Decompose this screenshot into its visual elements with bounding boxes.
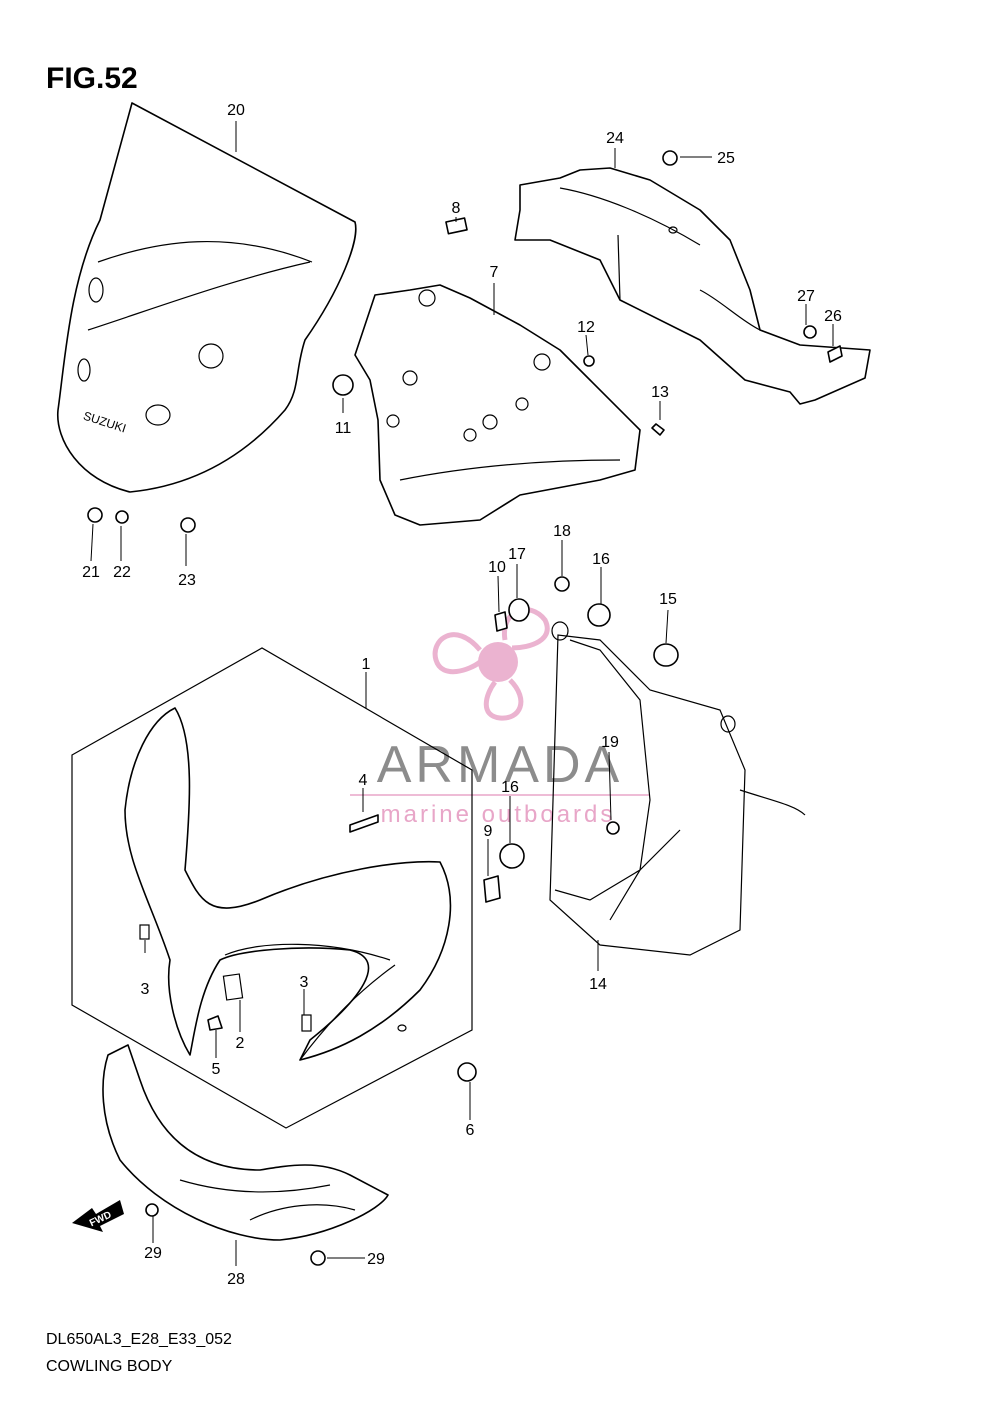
callout-16a: 16 — [592, 551, 610, 568]
callout-17: 17 — [508, 546, 526, 563]
small-hardware — [87, 150, 843, 1266]
part-27-nut — [803, 325, 817, 339]
callout-2: 2 — [236, 1035, 245, 1052]
callout-20: 20 — [227, 102, 245, 119]
fwd-arrow-icon: FWD — [72, 1200, 124, 1232]
callout-3b: 3 — [300, 974, 309, 991]
part-16-grommet — [587, 603, 611, 627]
part-26-screw — [827, 345, 843, 363]
callout-9: 9 — [484, 823, 493, 840]
inner-panel-part-7 — [354, 284, 641, 526]
watermark-brand: ARMADA — [377, 736, 623, 794]
part-10-nut — [494, 611, 508, 632]
callout-19: 19 — [601, 734, 619, 751]
frame-bracket-part-14 — [549, 621, 806, 956]
part-15-grommet — [653, 643, 679, 667]
callout-3a: 3 — [141, 981, 150, 998]
callout-29b: 29 — [367, 1251, 385, 1268]
callout-16b: 16 — [501, 779, 519, 796]
part-12-nut — [583, 355, 595, 367]
callout-22: 22 — [113, 564, 131, 581]
callout-labels: 20 8 7 24 25 27 26 12 13 11 21 22 23 18 … — [82, 102, 842, 1288]
callout-25: 25 — [717, 150, 735, 167]
figure-title: FIG.52 — [46, 62, 138, 95]
cowling-body-part-1 — [71, 647, 473, 1129]
watermark-tagline: marine outboards — [381, 801, 616, 828]
callout-11: 11 — [335, 420, 352, 437]
callout-1: 1 — [362, 656, 371, 673]
callout-15: 15 — [659, 591, 677, 608]
callout-5: 5 — [212, 1061, 221, 1078]
diagram-name: COWLING BODY — [46, 1358, 173, 1375]
callout-10: 10 — [488, 559, 506, 576]
callout-6: 6 — [466, 1122, 475, 1139]
callout-23: 23 — [178, 572, 196, 589]
diagram-code: DL650AL3_E28_E33_052 — [46, 1331, 232, 1348]
cowling-brace-part-24 — [514, 167, 871, 405]
part-9-nut — [483, 875, 501, 903]
callout-28: 28 — [227, 1271, 245, 1288]
part-19-bolt — [606, 821, 620, 835]
callout-4: 4 — [359, 772, 368, 789]
part-18-bolt — [554, 576, 570, 592]
callout-29a: 29 — [144, 1245, 162, 1262]
callout-21: 21 — [82, 564, 100, 581]
leader-lines — [90, 121, 834, 1266]
part-11-grommet — [332, 374, 354, 396]
part-29a-clip — [145, 1203, 159, 1217]
part-8-plate — [445, 217, 468, 235]
part-23-bolt — [180, 517, 196, 533]
part-16b-grommet — [499, 843, 525, 869]
part-17-grommet — [508, 598, 530, 622]
callout-18: 18 — [553, 523, 571, 540]
callout-14: 14 — [589, 976, 607, 993]
part-21-bolt — [87, 507, 103, 523]
watermark-logo — [432, 607, 550, 721]
part-13-screw — [651, 423, 665, 436]
windscreen-part-20: SUZUKI — [57, 102, 357, 493]
part-29b-clip — [310, 1250, 326, 1266]
callout-13: 13 — [651, 384, 669, 401]
callout-26: 26 — [824, 308, 842, 325]
callout-12: 12 — [577, 319, 595, 336]
part-25-bolt — [662, 150, 678, 166]
callout-7: 7 — [490, 264, 499, 281]
callout-27: 27 — [797, 288, 815, 305]
part-6-screw — [457, 1062, 477, 1082]
callout-8: 8 — [452, 200, 461, 217]
part-22-washer — [115, 510, 129, 524]
callout-24: 24 — [606, 130, 624, 147]
lower-fairing-part-28 — [102, 1044, 389, 1241]
